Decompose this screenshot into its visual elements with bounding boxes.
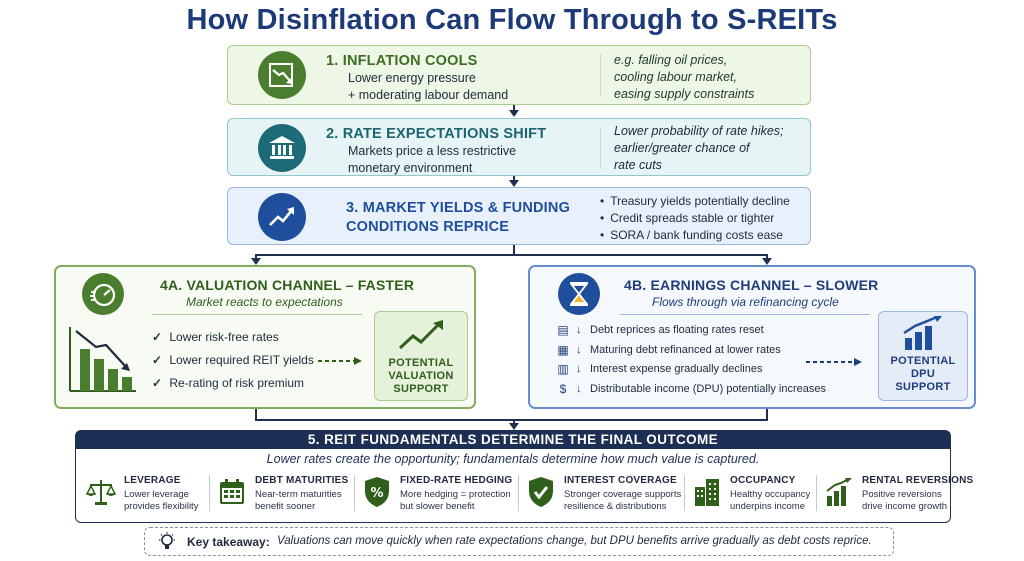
- step-rate-expectations: 2. RATE EXPECTATIONS SHIFT Markets price…: [227, 118, 811, 176]
- panel-subtitle: Flows through via refinancing cycle: [652, 295, 839, 309]
- list-item: Credit spreads stable or tighter: [600, 210, 790, 227]
- step-inflation-cools: 1. INFLATION COOLS Lower energy pressure…: [227, 45, 811, 105]
- buildings-icon: [692, 475, 722, 509]
- calendar-icon: ▦: [557, 342, 569, 357]
- divider: [816, 475, 817, 511]
- dashed-arrow-icon: [806, 354, 862, 372]
- check-icon: ✓: [152, 376, 163, 390]
- arrow-down-icon: [509, 110, 519, 117]
- step-market-yields: 3. MARKET YIELDS & FUNDING CONDITIONS RE…: [227, 187, 811, 245]
- list-item: ✓ Lower required REIT yields: [152, 349, 314, 372]
- connector: [255, 419, 768, 421]
- growth-bars-icon: [824, 475, 854, 509]
- list-item: ✓ Lower risk-free rates: [152, 326, 314, 349]
- key-takeaway: Key takeaway: Valuations can move quickl…: [144, 527, 894, 556]
- connector: [513, 176, 515, 181]
- panel-subtitle: Market reacts to expectations: [186, 295, 343, 309]
- arrow-down-icon: ↓: [576, 382, 582, 395]
- panel-title: 4B. EARNINGS CHANNEL – SLOWER: [624, 277, 879, 293]
- list-item: SORA / bank funding costs ease: [600, 227, 790, 244]
- divider: [518, 475, 519, 511]
- bar-growth-icon: [903, 315, 942, 350]
- yield-bullet-list: Treasury yields potentially decline Cred…: [600, 193, 790, 244]
- connector: [255, 254, 767, 256]
- rising-trend-icon: [258, 193, 306, 241]
- document-icon: ▤: [557, 323, 569, 337]
- calculator-icon: ▥: [557, 362, 569, 376]
- arrow-down-icon: ↓: [576, 343, 582, 356]
- connector: [513, 245, 515, 255]
- step-note: Lower probability of rate hikes; earlier…: [614, 124, 784, 172]
- valuation-channel-panel: 4A. VALUATION CHANNEL – FASTER Market re…: [54, 265, 476, 409]
- takeaway-label: Key takeaway:: [187, 535, 270, 549]
- arrow-down-icon: ↓: [576, 324, 582, 336]
- valuation-items: ✓ Lower risk-free rates ✓ Lower required…: [152, 326, 314, 395]
- check-shield-icon: [526, 475, 556, 509]
- step-title: 2. RATE EXPECTATIONS SHIFT: [326, 126, 547, 142]
- page-title: How Disinflation Can Flow Through to S-R…: [186, 4, 838, 36]
- lightbulb-icon: [157, 532, 177, 552]
- check-icon: ✓: [152, 330, 163, 344]
- hourglass-icon: [558, 273, 600, 315]
- arrow-down-icon: [509, 180, 519, 187]
- list-item: ▥↓Interest expense gradually declines: [550, 360, 826, 380]
- divider: [354, 475, 355, 511]
- scales-icon: [86, 475, 116, 509]
- divider: [600, 54, 601, 96]
- list-item: ▤↓Debt reprices as floating rates reset: [550, 321, 826, 341]
- connector: [513, 419, 515, 424]
- list-item: Treasury yields potentially decline: [600, 193, 790, 210]
- connector: [766, 254, 768, 259]
- arrow-down-icon: [251, 258, 261, 265]
- stopwatch-icon: [82, 273, 124, 315]
- connector: [513, 105, 515, 111]
- connector: [766, 409, 768, 420]
- divider: [600, 127, 601, 169]
- falling-chart-icon: [258, 51, 306, 99]
- divider: [684, 475, 685, 511]
- coins-icon: $: [559, 381, 567, 396]
- dashed-arrow-icon: [318, 353, 362, 371]
- percent-shield-icon: %: [362, 475, 392, 509]
- divider: [620, 314, 870, 315]
- earnings-items: ▤↓Debt reprices as floating rates reset …: [550, 321, 826, 399]
- calendar-icon: [217, 475, 247, 509]
- svg-text:%: %: [370, 486, 383, 501]
- potential-valuation-support: POTENTIAL VALUATION SUPPORT: [374, 311, 468, 401]
- step-note: e.g. falling oil prices, cooling labour …: [614, 53, 755, 101]
- arrow-down-icon: [509, 423, 519, 430]
- list-item: ▦↓Maturing debt refinanced at lower rate…: [550, 341, 826, 361]
- divider: [209, 475, 210, 511]
- connector: [255, 254, 257, 259]
- step-subtitle: Lower energy pressure + moderating labou…: [348, 71, 509, 102]
- arrow-down-icon: [762, 258, 772, 265]
- earnings-channel-panel: 4B. EARNINGS CHANNEL – SLOWER Flows thro…: [528, 265, 976, 409]
- fundamentals-subtitle: Lower rates create the opportunity; fund…: [266, 452, 760, 466]
- step-title: 1. INFLATION COOLS: [326, 53, 478, 69]
- bank-building-icon: [258, 124, 306, 172]
- arrow-down-icon: ↓: [576, 363, 582, 375]
- step-title-line2: CONDITIONS REPRICE: [346, 219, 510, 235]
- divider: [152, 314, 362, 315]
- list-item: $↓Distributable income (DPU) potentially…: [550, 380, 826, 400]
- takeaway-text: Valuations can move quickly when rate ex…: [277, 535, 872, 547]
- list-item: ✓ Re-rating of risk premium: [152, 372, 314, 395]
- step-title: 3. MARKET YIELDS & FUNDING: [346, 200, 571, 216]
- fundamentals-title: 5. REIT FUNDAMENTALS DETERMINE THE FINAL…: [76, 431, 950, 449]
- step-subtitle: Markets price a less restrictive monetar…: [348, 144, 517, 175]
- panel-title: 4A. VALUATION CHANNEL – FASTER: [160, 277, 415, 293]
- check-icon: ✓: [152, 353, 163, 367]
- connector: [255, 409, 257, 420]
- growth-line-icon: [398, 320, 443, 350]
- potential-dpu-support: POTENTIAL DPU SUPPORT: [878, 311, 968, 401]
- declining-bars-icon: [66, 325, 138, 400]
- reit-fundamentals-panel: 5. REIT FUNDAMENTALS DETERMINE THE FINAL…: [75, 430, 973, 523]
